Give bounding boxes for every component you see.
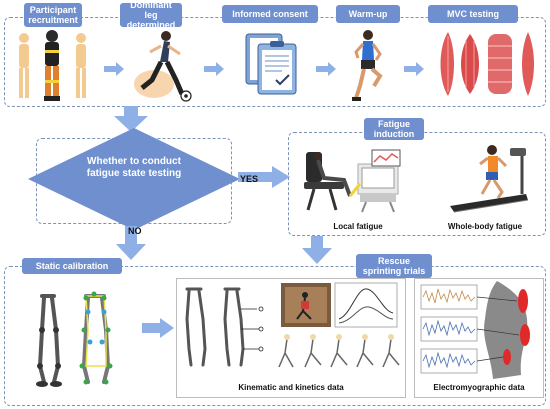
arrow-to-kinematic: [142, 318, 174, 338]
isokinetic-machine-illustration: [304, 149, 401, 213]
kinematic-illustration: [185, 282, 400, 368]
kicking-athlete-illustration: [134, 31, 192, 102]
yes-arrow: [238, 166, 290, 188]
rescue-sprinting-trials-label: Rescue sprinting trials: [356, 254, 432, 278]
whole-body-fatigue-caption: Whole-body fatigue: [447, 222, 523, 231]
decision-question: Whether to conduct fatigue state testing: [86, 156, 182, 179]
static-calibration-label: Static calibration: [22, 258, 122, 274]
firefighters-illustration: [19, 30, 86, 101]
flow-arrow-4: [404, 62, 424, 76]
step-informed-consent-label: Informed consent: [222, 5, 318, 23]
emg-caption: Electromyographic data: [433, 383, 525, 392]
step-participant-recruitment-label: Participant recruitment: [24, 3, 82, 27]
emg-panel: Electromyographic data: [414, 278, 544, 398]
no-label: NO: [128, 226, 142, 236]
down-arrow-to-decision: [114, 106, 148, 132]
bottom-data-box: [4, 266, 546, 406]
consent-document-icon: [245, 33, 297, 95]
decision-diamond: [28, 128, 240, 230]
muscles-illustration: [440, 32, 534, 96]
emg-illustration: [420, 281, 530, 379]
step-dominant-leg-label: Dominant leg determined: [120, 0, 182, 30]
no-arrow: [116, 226, 146, 260]
local-fatigue-caption: Local fatigue: [333, 222, 383, 231]
kinematic-panel: Kinematic and kinetics data: [176, 278, 406, 398]
treadmill-illustration: [450, 145, 529, 213]
flow-arrow-3: [316, 62, 336, 76]
step-warm-up-label: Warm-up: [336, 5, 400, 23]
flow-arrow-1: [104, 62, 124, 76]
warm-up-athlete-illustration: [352, 30, 383, 101]
yes-label: YES: [240, 174, 259, 184]
fatigue-induction-label: Fatigue induction: [364, 118, 424, 140]
kinematic-caption: Kinematic and kinetics data: [238, 383, 344, 392]
static-calibration-illustration: [36, 291, 113, 387]
down-arrow-from-fatigue: [302, 236, 332, 264]
step-mvc-testing-label: MVC testing: [428, 5, 518, 23]
flow-arrow-2: [204, 62, 224, 76]
